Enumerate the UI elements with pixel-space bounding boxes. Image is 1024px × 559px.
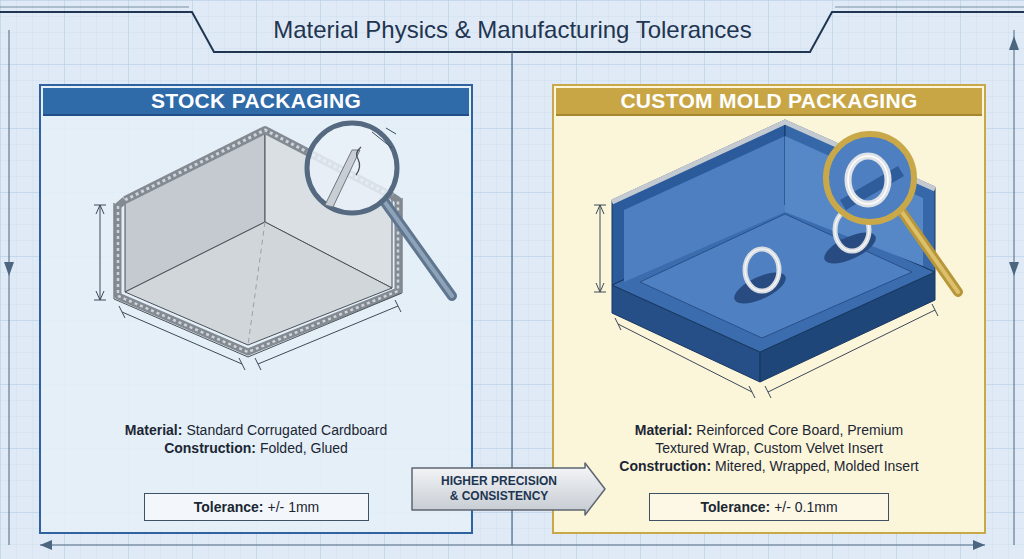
dimension-line: [600, 205, 601, 292]
panel-ground: [553, 85, 985, 533]
field-value: +/- 0.1mm: [774, 499, 837, 515]
frame-line: [1014, 30, 1015, 545]
ring-highlight: [848, 156, 888, 204]
field-value: Standard Corrugated Cardboard: [186, 422, 387, 438]
panel-heading: CUSTOM MOLD PACKAGING: [556, 88, 982, 116]
field-value: Folded, Glued: [260, 440, 348, 456]
panel-ground: [40, 85, 472, 533]
field-name: Tolerance:: [194, 499, 264, 515]
title-tab: [0, 12, 1024, 52]
magnifier-handle: [384, 201, 452, 296]
magnifier-handle: [384, 201, 452, 296]
dimension-arrow: [1009, 262, 1019, 276]
block-arrow: [412, 463, 605, 515]
tolerance-box: Tolerance:+/- 1mm: [144, 493, 369, 521]
dimension-arrow: [4, 262, 14, 276]
dimension-tick: [765, 304, 938, 398]
field-value: Mitered, Wrapped, Molded Insert: [715, 458, 919, 474]
magnifier-lens: [826, 134, 914, 222]
dimension-line: [122, 312, 242, 364]
dimension-line: [618, 324, 752, 392]
packaging-panel: Tolerance:+/- 1mm STOCK PACKAGING Material…: [40, 85, 472, 533]
diagram-title: Material Physics & Manufacturing Toleran…: [215, 14, 810, 46]
field-name: Construction:: [619, 458, 711, 474]
dimension-tick: [119, 306, 245, 370]
dimension-line: [100, 205, 101, 300]
stock-box-illustration: [94, 123, 452, 370]
frame-line: [9, 30, 10, 545]
ring: [745, 249, 779, 291]
field-name: Material:: [125, 422, 183, 438]
crack-detail: [356, 147, 361, 175]
dimension-tick: [594, 205, 606, 292]
panel-heading: STOCK PACKAGING: [43, 88, 469, 116]
corrugated-flute: [118, 200, 398, 352]
dimension-tick: [372, 128, 396, 148]
dimension-line: [258, 306, 398, 364]
frame-line: [0, 7, 1024, 8]
magnifier-handle: [902, 212, 958, 292]
dimension-tick: [255, 300, 401, 370]
magnifier-lens: [307, 123, 397, 213]
field-name: Tolerance:: [700, 499, 770, 515]
dimension-tick: [615, 318, 755, 398]
fold-line: [248, 222, 265, 345]
ring-highlight: [745, 249, 779, 291]
field-value: +/- 1mm: [268, 499, 320, 515]
tolerance-box: Tolerance:+/- 0.1mm: [649, 493, 889, 521]
field-value: Reinforced Core Board, Premium Textured …: [655, 422, 903, 456]
magnifier-handle: [902, 212, 958, 292]
box-outline: [114, 198, 402, 357]
custom-box-illustration: [594, 120, 958, 398]
dimension-tick: [94, 205, 106, 300]
ring: [848, 156, 888, 204]
dimension-line: [768, 310, 935, 392]
edge-label: HIGHER PRECISION & CONSISTENCY: [438, 474, 560, 504]
dimension-arrow: [1009, 36, 1019, 50]
field-name: Material:: [635, 422, 693, 438]
field-name: Construction:: [164, 440, 256, 456]
box-floor: [125, 222, 392, 345]
gap-detail: [325, 150, 360, 207]
packaging-panel: Tolerance:+/- 0.1mm CUSTOM MOLD PACKAGING…: [553, 85, 985, 533]
